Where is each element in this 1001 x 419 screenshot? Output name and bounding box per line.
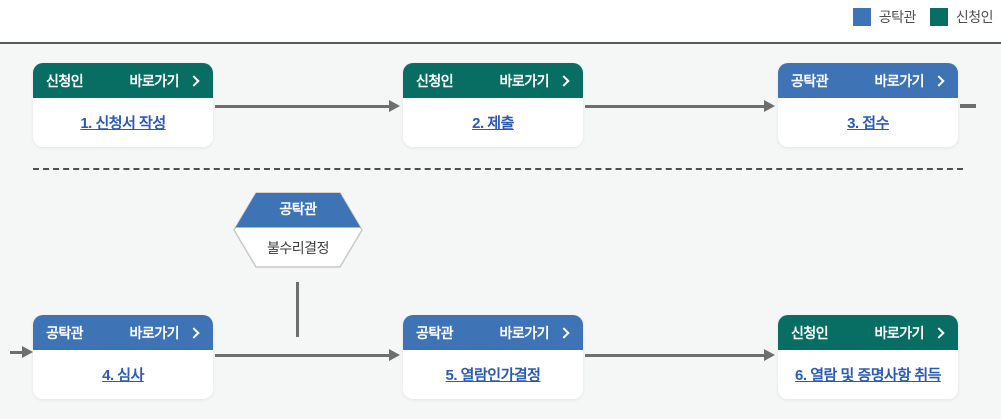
flow-arrow-4-5 xyxy=(215,349,400,361)
chevron-right-icon xyxy=(188,74,200,87)
flow-arrow-into-4 xyxy=(10,346,33,358)
step-1-header: 신청인 바로가기 xyxy=(33,63,213,98)
legend-label: 신청인 xyxy=(955,9,994,25)
step-title-link[interactable]: 3. 접수 xyxy=(847,115,889,132)
step-card-1: 신청인 바로가기 1. 신청서 작성 xyxy=(33,63,213,147)
flow-stub-right xyxy=(960,104,976,108)
step-2-header: 신청인 바로가기 xyxy=(403,63,583,98)
step-role-label: 신청인 xyxy=(791,324,829,341)
row-separator-dotted-line xyxy=(33,168,963,170)
shortcut-button[interactable]: 바로가기 xyxy=(499,71,570,91)
legend: 공탁관 신청인 xyxy=(852,7,994,27)
step-title-link[interactable]: 4. 심사 xyxy=(102,367,144,384)
step-role-label: 신청인 xyxy=(46,72,84,89)
decision-role-label: 공탁관 xyxy=(279,201,317,217)
legend-label: 공탁관 xyxy=(878,9,917,25)
step-body: 3. 접수 xyxy=(778,98,958,147)
step-title-link[interactable]: 5. 열람인가결정 xyxy=(445,367,541,384)
decision-connector-line xyxy=(296,282,299,337)
shortcut-button[interactable]: 바로가기 xyxy=(499,323,570,343)
step-body: 6. 열람 및 증명사항 취득 xyxy=(778,350,958,399)
chevron-right-icon xyxy=(933,326,945,339)
step-body: 2. 제출 xyxy=(403,98,583,147)
flow-arrow-1-2 xyxy=(215,100,400,112)
flow-arrow-2-3 xyxy=(585,100,775,112)
step-body: 1. 신청서 작성 xyxy=(33,98,213,147)
step-title-link[interactable]: 1. 신청서 작성 xyxy=(80,115,166,132)
shortcut-label: 바로가기 xyxy=(129,72,179,89)
step-card-2: 신청인 바로가기 2. 제출 xyxy=(403,63,583,147)
shortcut-button[interactable]: 바로가기 xyxy=(874,323,945,343)
decision-hexagon: 공탁관 불수리결정 xyxy=(233,192,363,268)
step-role-label: 신청인 xyxy=(416,72,454,89)
shortcut-label: 바로가기 xyxy=(499,72,549,89)
top-divider xyxy=(0,42,1001,44)
chevron-right-icon xyxy=(558,326,570,339)
step-role-label: 공탁관 xyxy=(416,324,454,341)
step-6-header: 신청인 바로가기 xyxy=(778,315,958,350)
step-role-label: 공탁관 xyxy=(791,72,829,89)
shortcut-label: 바로가기 xyxy=(129,324,179,341)
shortcut-label: 바로가기 xyxy=(874,324,924,341)
step-card-6: 신청인 바로가기 6. 열람 및 증명사항 취득 xyxy=(778,315,958,399)
shortcut-button[interactable]: 바로가기 xyxy=(129,71,200,91)
decision-label: 불수리결정 xyxy=(267,240,329,256)
step-card-3: 공탁관 바로가기 3. 접수 xyxy=(778,63,958,147)
hexagon-shape xyxy=(233,192,363,268)
step-title-link[interactable]: 2. 제출 xyxy=(472,115,514,132)
chevron-right-icon xyxy=(933,74,945,87)
shortcut-label: 바로가기 xyxy=(499,324,549,341)
step-4-header: 공탁관 바로가기 xyxy=(33,315,213,350)
shortcut-label: 바로가기 xyxy=(874,72,924,89)
step-card-4: 공탁관 바로가기 4. 심사 xyxy=(33,315,213,399)
chevron-right-icon xyxy=(558,74,570,87)
step-card-5: 공탁관 바로가기 5. 열람인가결정 xyxy=(403,315,583,399)
chevron-right-icon xyxy=(188,326,200,339)
shortcut-button[interactable]: 바로가기 xyxy=(129,323,200,343)
legend-item-applicant: 신청인 xyxy=(929,7,994,27)
applicant-color-swatch xyxy=(929,8,948,26)
step-role-label: 공탁관 xyxy=(46,324,84,341)
step-5-header: 공탁관 바로가기 xyxy=(403,315,583,350)
step-body: 5. 열람인가결정 xyxy=(403,350,583,399)
officer-color-swatch xyxy=(852,8,871,26)
step-body: 4. 심사 xyxy=(33,350,213,399)
step-title-link[interactable]: 6. 열람 및 증명사항 취득 xyxy=(795,367,941,384)
shortcut-button[interactable]: 바로가기 xyxy=(874,71,945,91)
flow-arrow-5-6 xyxy=(585,349,775,361)
legend-item-officer: 공탁관 xyxy=(852,7,917,27)
step-3-header: 공탁관 바로가기 xyxy=(778,63,958,98)
